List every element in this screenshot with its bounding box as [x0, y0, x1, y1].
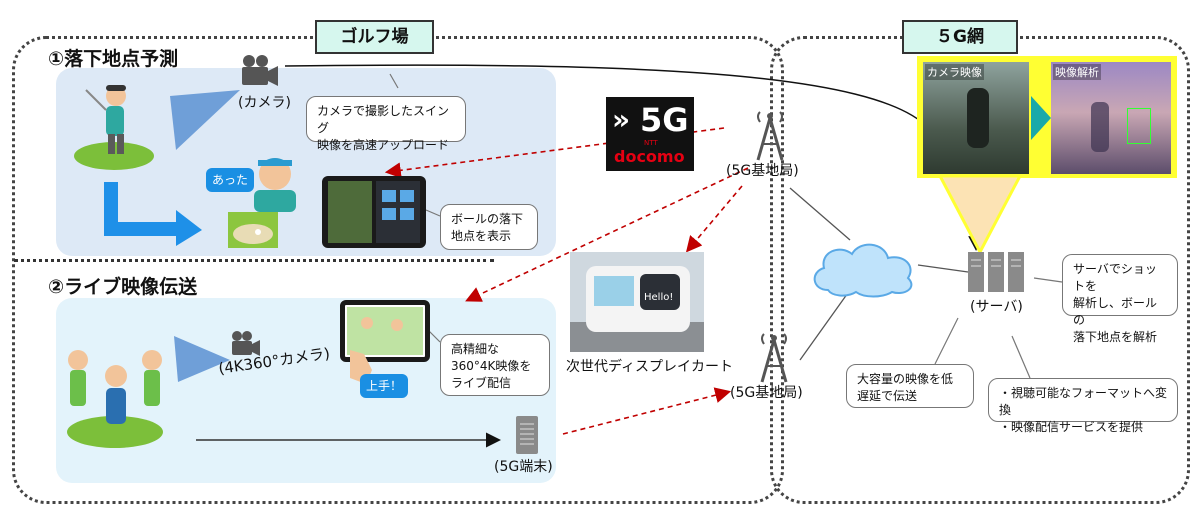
upload-callout: カメラで撮影したスイング 映像を高速アップロード — [306, 96, 466, 152]
speech-jouzu: 上手！ — [360, 374, 409, 398]
golfer-illustration — [74, 85, 154, 170]
5g-terminal-icon — [516, 416, 538, 454]
video-analysis-panel: カメラ映像 映像解析 — [917, 56, 1177, 178]
docomo-5g-text: 5G — [640, 101, 689, 139]
blue-bent-arrow — [104, 182, 202, 246]
base-station-label-1: (5G基地局) — [726, 163, 799, 179]
station2-cloud-line — [799, 289, 851, 361]
server-label: (サーバ) — [970, 299, 1023, 315]
analysis-label: 映像解析 — [1053, 64, 1101, 80]
station-to-section2-arrow — [465, 167, 749, 302]
video-camera-icon — [242, 55, 278, 86]
camera360-view-triangle — [174, 336, 230, 382]
latency-callout: 大容量の映像を低 遅延で伝送 — [846, 364, 974, 408]
section-divider — [14, 259, 494, 262]
analysis-thumbnail: 映像解析 — [1051, 62, 1171, 174]
network-5g-tag: ５G網 — [902, 20, 1018, 54]
docomo-ntt-text: NTT — [644, 139, 658, 147]
camera-label: (カメラ) — [238, 95, 291, 111]
server-icon — [968, 252, 1024, 292]
section1-title: ①落下地点予測 — [48, 48, 179, 70]
cart-label: 次世代ディスプレイカート — [566, 359, 734, 375]
docomo-5g-logo: » 5G NTT docomo — [606, 97, 694, 171]
base-station-icon-2 — [760, 333, 788, 383]
camera-video-thumbnail: カメラ映像 — [923, 62, 1029, 174]
person-icon — [254, 158, 296, 212]
5g-terminal-label: (5G端末) — [494, 459, 553, 475]
server-callout: サーバでショットを 解析し、ボールの 落下地点を解析 — [1062, 254, 1178, 344]
video-to-server-beam — [937, 174, 1023, 256]
camera360-icon — [232, 331, 260, 356]
speech-atta: あった — [206, 168, 255, 192]
camera-video-label: カメラ映像 — [925, 64, 984, 80]
tablet-device — [322, 176, 426, 248]
base-station-label-2: (5G基地局) — [730, 385, 803, 401]
tablet-callout: ボールの落下 地点を表示 — [440, 204, 538, 250]
station1-cloud-line — [789, 187, 851, 241]
cart-sign: Hello! — [644, 292, 674, 303]
video-arrow — [1031, 96, 1051, 140]
display-cart-photo: Hello! — [570, 252, 704, 352]
cloud-icon — [813, 243, 913, 298]
terminal-to-station-arrow — [562, 387, 732, 435]
golf-course-tag: ゴルフ場 — [315, 20, 434, 54]
golf-ball-green-icon — [228, 212, 278, 248]
section2-title: ②ライブ映像伝送 — [48, 276, 198, 298]
delivery-callout: 高精細な 360°4K映像を ライブ配信 — [440, 334, 550, 396]
camera-view-triangle — [170, 90, 240, 150]
spectators-illustration — [67, 350, 163, 448]
docomo-brand-text: docomo — [614, 147, 685, 166]
cloud-server-line — [917, 264, 969, 273]
docomo-chevron-icon: » — [612, 103, 631, 136]
base-station-icon-1 — [756, 111, 784, 161]
station-to-cart-arrow — [685, 185, 743, 253]
services-callout: ・視聴可能なフォーマットへ変換 ・映像配信サービスを提供 — [988, 378, 1178, 434]
